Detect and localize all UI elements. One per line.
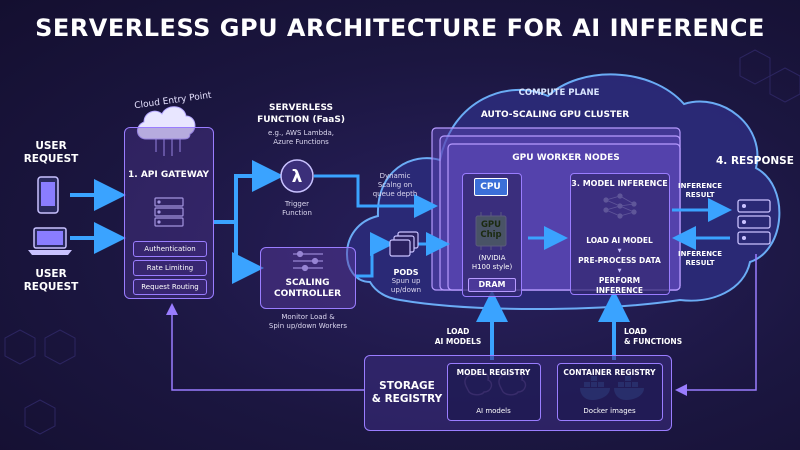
gpu-note-line: (NVIDIA [478, 254, 506, 262]
sliders-icon [293, 250, 323, 272]
pods-label: PODS Spun up up/down [378, 268, 434, 295]
arrow-gateway-scaling [232, 222, 264, 284]
lambda-icon: λ [280, 159, 314, 193]
faas-caption-line: Trigger [284, 200, 310, 208]
model-registry-box: MODEL REGISTRY AI models [447, 363, 541, 421]
container-registry-title: CONTAINER REGISTRY [563, 368, 656, 377]
api-gateway-title: 1. API GATEWAY [128, 170, 209, 180]
scaling-title-line: SCALING [285, 278, 330, 288]
result-in-line: RESULT [685, 259, 715, 267]
gpu-note-line: H100 style) [471, 263, 513, 271]
cluster-title: AUTO-SCALING GPU CLUSTER [480, 110, 630, 120]
dram-box: DRAM [468, 278, 516, 292]
result-out-label: INFERENCE RESULT [672, 182, 728, 200]
phone-icon [37, 176, 59, 214]
compute-plane-label: COMPUTE PLANE [518, 88, 600, 98]
inference-step: INFERENCE [595, 286, 644, 295]
faas-title-line: FUNCTION (FaaS) [257, 115, 345, 125]
user-request-line: REQUEST [23, 281, 79, 293]
inference-step: PERFORM [598, 276, 641, 285]
arrow-response-storage [675, 254, 757, 396]
hexagon-pattern [4, 49, 800, 435]
hardware-box [462, 173, 522, 297]
load-functions-line: & FUNCTIONS [624, 337, 683, 346]
step-arrow-icon: ▼ [617, 248, 622, 254]
container-registry-caption: Docker images [583, 407, 636, 415]
scaling-title-line: CONTROLLER [273, 289, 342, 299]
gpu-label-line: GPU [480, 220, 502, 230]
user-request-line: REQUEST [23, 153, 79, 165]
arrow-scaling-pods [356, 232, 394, 278]
step-arrow-icon: ▼ [617, 268, 622, 274]
faas-examples: e.g., AWS Lambda, Azure Functions [246, 129, 356, 147]
pods-title: PODS [393, 268, 419, 277]
dynamic-scaling-label: Dynamic Scalng on queue depth [366, 172, 424, 199]
result-out-line: INFERENCE [678, 182, 722, 190]
user-request-label-bottom: USER REQUEST [16, 268, 86, 294]
gpu-note: (NVIDIA H100 style) [462, 254, 522, 272]
arrow-storage-gateway [166, 303, 364, 391]
gpu-label-line: Chip [480, 230, 502, 240]
dram-label: DRAM [478, 280, 506, 289]
load-models-label: LOAD AI MODELS [426, 327, 490, 347]
pods-icon [389, 231, 419, 257]
server-icon [154, 197, 184, 227]
faas-caption: Trigger Function [266, 200, 328, 218]
pods-caption-line: up/down [390, 286, 422, 294]
storage-title-line: & REGISTRY [371, 393, 443, 405]
model-inference-box: 3. MODEL INFERENCE LOAD AI MODEL ▼ PRE-P… [570, 173, 670, 295]
inference-steps: LOAD AI MODEL ▼ PRE-PROCESS DATA ▼ PERFO… [571, 236, 668, 296]
pill-request-routing: Request Routing [133, 279, 207, 295]
pods-caption-line: Spun up [391, 277, 421, 285]
inference-title: 3. MODEL INFERENCE [571, 179, 668, 188]
api-gateway-box: 1. API GATEWAY Authentication Rate Limit… [124, 127, 214, 299]
result-out-line: RESULT [685, 191, 715, 199]
inference-step: LOAD AI MODEL [586, 236, 653, 245]
page-title: SERVERLESS GPU ARCHITECTURE FOR AI INFER… [35, 14, 765, 42]
laptop-icon [28, 227, 72, 255]
pill-authentication: Authentication [133, 241, 207, 257]
cpu-label: CPU [480, 182, 501, 192]
container-registry-box: CONTAINER REGISTRY Docker images [557, 363, 663, 421]
arrow-faas-cluster [314, 174, 438, 218]
load-functions-line: LOAD [624, 327, 647, 336]
cloud-icon [137, 106, 196, 156]
faas-title: SERVERLESS FUNCTION (FaaS) [246, 102, 356, 126]
scaling-caption-line: Monitor Load & [281, 313, 335, 321]
user-request-line: USER [35, 140, 67, 152]
scaling-controller-box: SCALING CONTROLLER [260, 247, 356, 309]
result-in-label: INFERENCE RESULT [672, 250, 728, 268]
dynamic-line: Scalng on [377, 181, 413, 189]
user-request-label-top: USER REQUEST [16, 140, 86, 166]
faas-example-line: Azure Functions [273, 138, 329, 146]
storage-title-line: STORAGE [379, 380, 435, 392]
model-registry-caption: AI models [476, 407, 511, 415]
inference-step: PRE-PROCESS DATA [578, 256, 661, 265]
pill-rate-limiting: Rate Limiting [133, 260, 207, 276]
storage-registry-box: STORAGE & REGISTRY MODEL REGISTRY AI mod… [364, 355, 672, 431]
user-request-line: USER [35, 268, 67, 280]
scaling-caption: Monitor Load & Spin up/down Workers [248, 313, 368, 331]
arrow-gateway-faas [214, 160, 284, 224]
load-functions-label: LOAD & FUNCTIONS [624, 327, 694, 347]
dynamic-line: queue depth [372, 190, 418, 198]
cpu-icon: CPU [474, 178, 508, 196]
scaling-controller-title: SCALING CONTROLLER [261, 278, 354, 300]
result-in-line: INFERENCE [678, 250, 722, 258]
load-models-line: AI MODELS [434, 337, 482, 346]
response-server-icon [737, 199, 771, 245]
dynamic-line: Dynamic [379, 172, 411, 180]
scaling-caption-line: Spin up/down Workers [268, 322, 348, 330]
response-title: 4. RESPONSE [716, 155, 794, 167]
load-models-line: LOAD [446, 327, 470, 336]
faas-title-line: SERVERLESS [268, 103, 334, 113]
gpu-label: GPU Chip [476, 220, 506, 240]
worker-nodes-title: GPU WORKER NODES [512, 153, 620, 163]
faas-example-line: e.g., AWS Lambda, [267, 129, 335, 137]
storage-title: STORAGE & REGISTRY [369, 380, 445, 406]
faas-caption-line: Function [282, 209, 312, 217]
svg-text:λ: λ [292, 167, 303, 187]
model-registry-title: MODEL REGISTRY [456, 368, 531, 377]
